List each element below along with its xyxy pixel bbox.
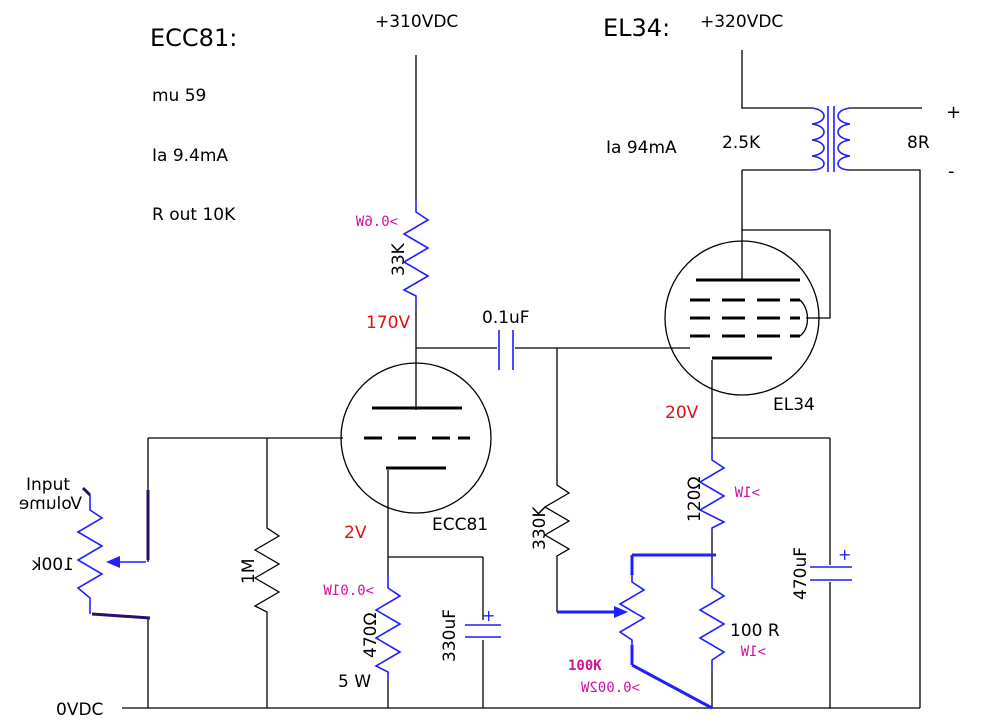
- capacitor-470uf-polarity: +: [838, 545, 851, 564]
- tube-el34-label: EL34: [773, 395, 815, 415]
- volume-wiper-head: [106, 556, 120, 568]
- tube-ecc81-label: ECC81: [432, 515, 488, 535]
- volume-potentiometer: [76, 495, 104, 614]
- resistor-120r-label: 120Ω: [685, 477, 705, 522]
- resistor-470r-label: 470Ω: [361, 613, 381, 658]
- output-minus: -: [948, 161, 955, 182]
- wires: [122, 50, 922, 709]
- capacitor-330uf-polarity: +: [482, 606, 495, 625]
- resistor-120r: [698, 450, 726, 530]
- input-label: Input: [26, 475, 70, 495]
- transformer-secondary: 8R: [907, 133, 930, 153]
- supply-310v: +310VDC: [375, 12, 458, 32]
- volume-pot-label: 100k: [32, 555, 74, 575]
- ecc81-ia: Ia 9.4mA: [152, 146, 228, 166]
- volume-label: Volume: [19, 494, 82, 514]
- output-transformer: [811, 106, 851, 172]
- pot-wiper-arrow: [614, 606, 628, 618]
- cathode-voltage-el34: 20V: [665, 403, 699, 423]
- coupling-cap-label: 0.1uF: [482, 308, 530, 328]
- anode-voltage-ecc81: 170V: [366, 313, 410, 333]
- capacitor-330uf-label: 330uF: [440, 609, 460, 662]
- resistor-470r-power: >0.01W: [323, 583, 374, 599]
- resistor-330k-label: 330K: [530, 506, 550, 550]
- potentiometer-100k: [618, 575, 646, 645]
- pot-100k-power: >0.002W: [580, 680, 640, 696]
- resistor-100r-power: >1W: [740, 644, 766, 660]
- capacitor-470uf-label: 470uF: [791, 547, 811, 600]
- el34-ia: Ia 94mA: [606, 138, 677, 158]
- resistor-470r-rating: 5 W: [338, 672, 371, 692]
- tube-ecc81: [340, 362, 492, 514]
- cathode-voltage-ecc81: 2V: [344, 523, 367, 543]
- capacitor-330uf: [465, 624, 501, 638]
- resistor-470r: [374, 575, 402, 680]
- output-plus: +: [946, 102, 961, 123]
- tube-el34: [652, 240, 820, 396]
- resistor-120r-power: >1W: [734, 485, 760, 501]
- capacitor-coupling: [498, 330, 514, 370]
- ecc81-mu: mu 59: [152, 86, 206, 106]
- resistor-330k: [543, 470, 571, 560]
- resistor-1m: [253, 520, 281, 620]
- ecc81-title: ECC81:: [150, 24, 237, 52]
- transformer-primary: 2.5K: [722, 133, 761, 153]
- capacitor-470uf: [810, 566, 852, 581]
- resistor-33k: [402, 200, 430, 306]
- supply-320v: +320VDC: [700, 12, 783, 32]
- pot-100k-label: 100K: [568, 658, 602, 674]
- ground-label: 0VDC: [56, 700, 103, 720]
- ecc81-rout: R out 10K: [152, 205, 236, 225]
- volume-wires: [81, 486, 151, 620]
- resistor-100r-label: 100 R: [730, 621, 780, 641]
- el34-title: EL34:: [603, 14, 670, 42]
- resistor-33k-label: 33K: [389, 242, 409, 276]
- resistor-100r: [698, 575, 726, 670]
- resistor-1m-label: 1M: [239, 559, 259, 584]
- blue-wires: [557, 553, 716, 710]
- resistor-33k-power: >0.6W: [355, 214, 398, 230]
